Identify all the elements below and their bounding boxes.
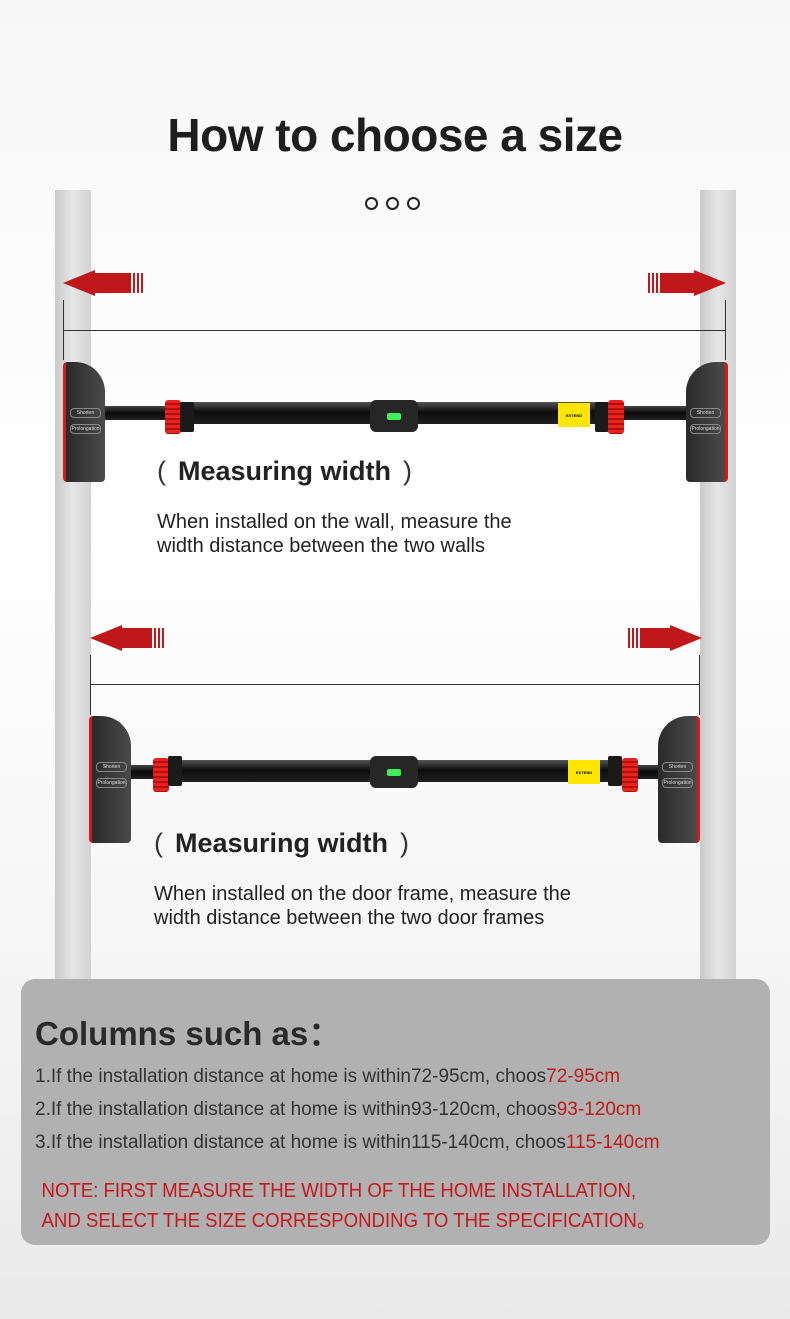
wall-heading: (Measuring width): [157, 456, 413, 486]
measure-tick: [90, 655, 91, 715]
extend-label: EXTEND: [558, 403, 590, 427]
size-row: 3.If the installation distance at home i…: [35, 1132, 660, 1153]
size-row: 1.If the installation distance at home i…: [35, 1066, 621, 1087]
prolong-label: Prolongation: [96, 778, 127, 788]
prolong-label: Prolongation: [70, 424, 101, 434]
arrow-right-icon: [648, 270, 726, 296]
measure-line: [63, 330, 726, 331]
right-wall: [700, 190, 736, 980]
prolong-label: Prolongation: [662, 778, 693, 788]
arrow-left-icon: [63, 270, 143, 296]
shorten-label: Shorten: [96, 762, 127, 772]
indicator-light: [387, 412, 401, 420]
left-wall: [55, 190, 91, 980]
measure-line: [90, 684, 700, 685]
arrow-left-icon: [90, 625, 164, 651]
shorten-label: Shorten: [662, 762, 693, 772]
shorten-label: Shorten: [70, 408, 101, 418]
arrow-right-icon: [628, 625, 702, 651]
size-row: 2.If the installation distance at home i…: [35, 1099, 642, 1120]
prolong-label: Prolongation: [690, 424, 721, 434]
columns-panel: Columns such as： 1.If the installation d…: [21, 979, 770, 1245]
door-description: When installed on the door frame, measur…: [154, 883, 571, 929]
extend-label: EXTEND: [568, 760, 600, 784]
page-title: How to choose a size: [167, 109, 623, 161]
note-text: NOTE: FIRST MEASURE THE WIDTH OF THE HOM…: [41, 1180, 656, 1232]
door-heading: (Measuring width): [154, 828, 410, 858]
columns-title: Columns such as：: [35, 1015, 342, 1052]
measure-tick: [699, 655, 700, 715]
indicator-light: [387, 768, 401, 776]
dots-decoration: [365, 197, 420, 210]
shorten-label: Shorten: [690, 408, 721, 418]
